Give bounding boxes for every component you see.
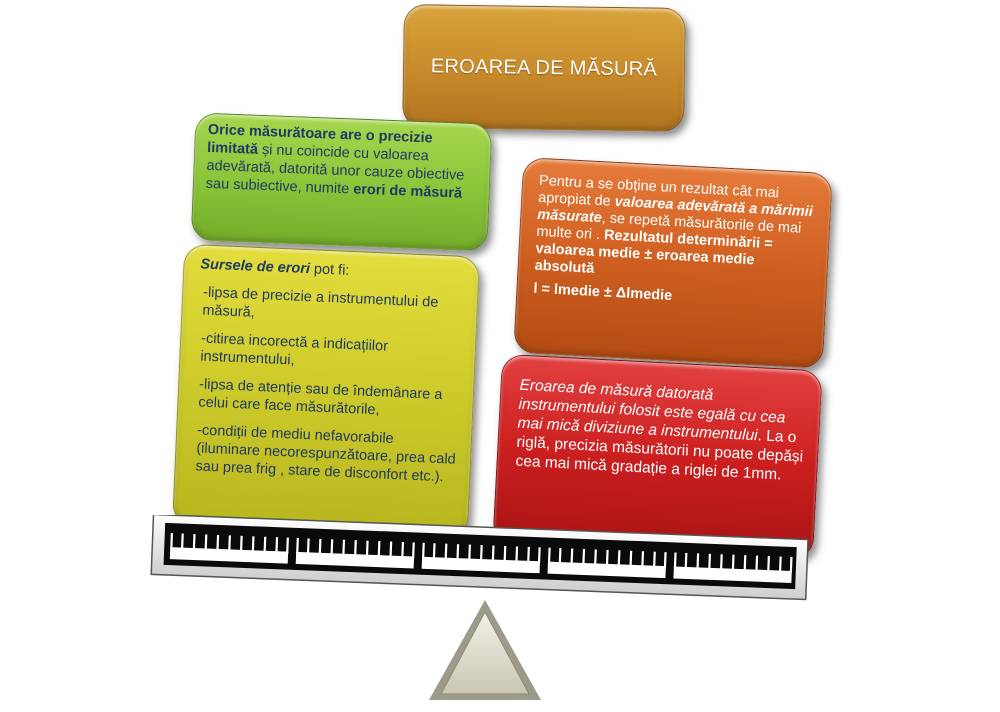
triangle-fulcrum-icon	[425, 596, 545, 711]
list-item: -citirea incorectă a indicațiilor instru…	[200, 330, 389, 369]
error-sources-heading-rest: pot fi:	[309, 261, 350, 279]
list-item: -condiții de mediu nefavorabile (ilumina…	[195, 422, 457, 486]
error-sources-box: Sursele de erori pot fi: -lipsa de preci…	[171, 243, 481, 539]
title-box: EROAREA DE MĂSURĂ	[402, 4, 686, 132]
result-description: Pentru a se obține un rezultat cât mai a…	[534, 173, 819, 290]
ruler-icon	[150, 513, 810, 605]
list-item: -lipsa de precizie a instrumentului de m…	[202, 284, 439, 321]
definition-term: erori de măsură	[352, 181, 463, 202]
page-title: EROAREA DE MĂSURĂ	[430, 54, 658, 81]
error-sources-heading-italic: Sursele de erori	[200, 256, 311, 278]
definition-box: Orice măsurătoare are o precizie limitat…	[190, 112, 493, 252]
list-item: -lipsa de atenție sau de îndemânare a ce…	[198, 376, 443, 419]
instrument-error-italic: Eroarea de măsură datorată instrumentulu…	[517, 376, 786, 445]
result-box: Pentru a se obține un rezultat cât mai a…	[513, 157, 833, 369]
error-sources-heading: Sursele de erori pot fi:	[200, 255, 467, 285]
